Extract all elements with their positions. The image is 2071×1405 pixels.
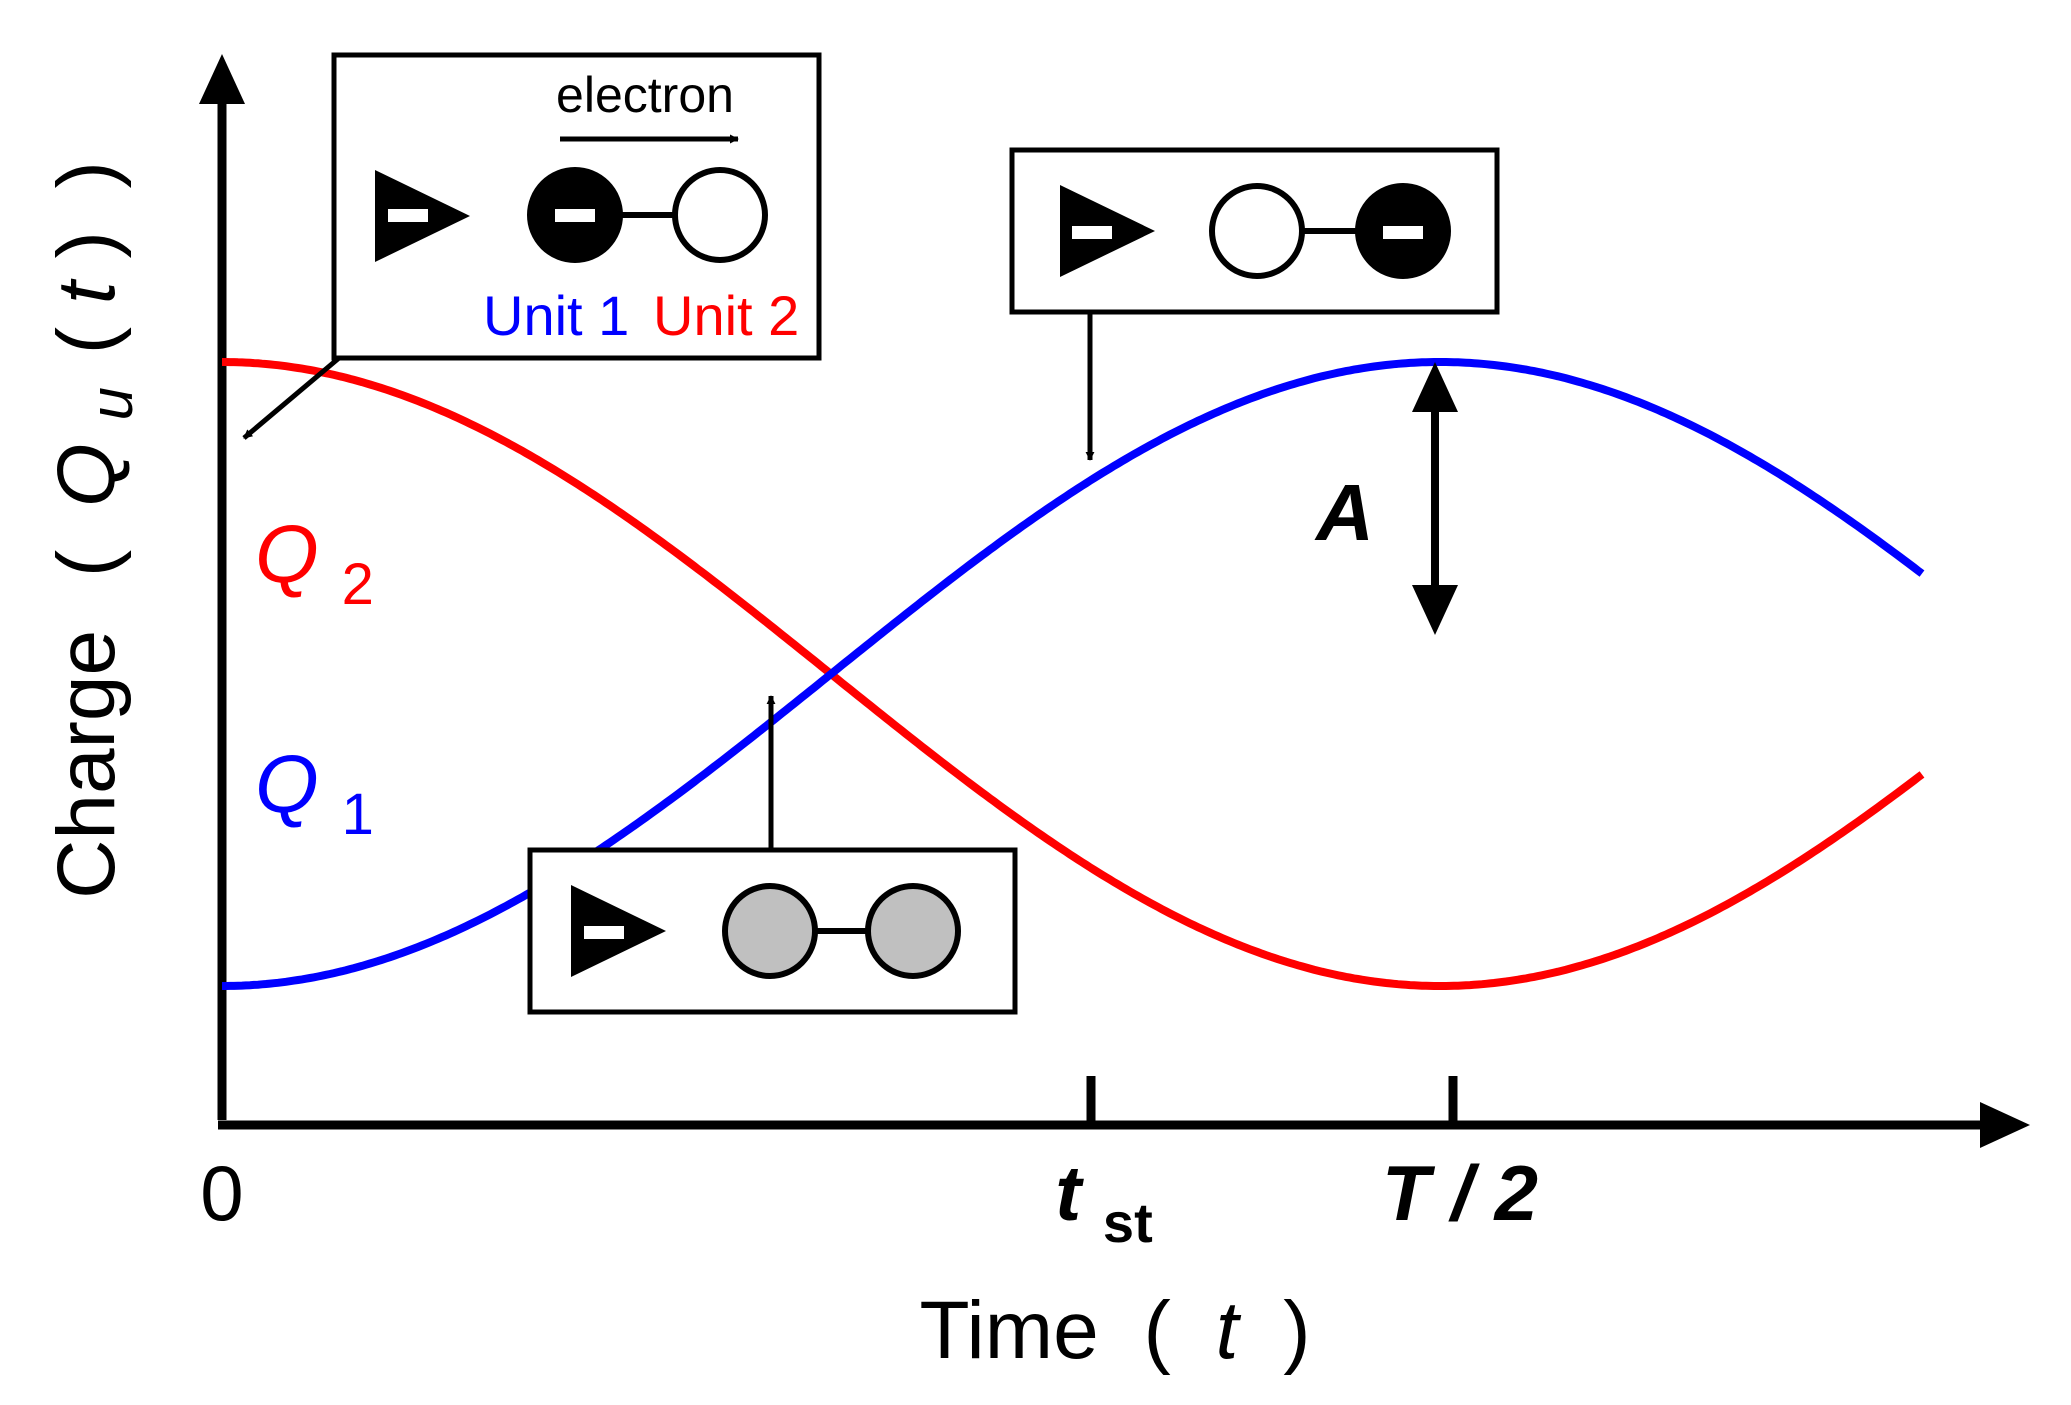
donor-minus-mark-2 [1072, 226, 1112, 239]
y-axis-label: Charge ( Q u ( t ) ) [41, 161, 150, 899]
y-label-paren-close: ) [41, 161, 132, 188]
unit-1-charged [527, 167, 623, 263]
amplitude-label: A [1314, 468, 1374, 557]
q2-label-main: Q [255, 509, 319, 600]
inset-initial-state: electron Unit 1 Unit 2 [331, 52, 822, 361]
amplitude-marker: A [1314, 362, 1458, 635]
svg-text:Charge ( Q u: Charge ( Q u ( t ) ) [41, 161, 150, 899]
electron-label: electron [556, 67, 734, 123]
tick-label-origin: 0 [200, 1149, 243, 1237]
unit-2-half [865, 883, 961, 979]
unit-2-charged [1355, 183, 1451, 279]
unit-2-empty [672, 167, 768, 263]
donor-triangle-2 [1060, 185, 1155, 277]
unit-1-label: Unit 1 [483, 284, 629, 347]
tick-label-half-period: T / 2 [1382, 1149, 1538, 1237]
x-axis-arrowhead [1980, 1102, 2030, 1148]
amplitude-arrowhead-up [1412, 362, 1458, 412]
donor-minus-mark-3 [584, 926, 624, 939]
y-label-q: Q [41, 443, 132, 507]
inset-initial-pointer-arrow [242, 356, 341, 440]
unit-2-minus-mark [1383, 226, 1423, 239]
x-label-paren-open: ( [1143, 1285, 1170, 1376]
y-label-arg-open: ( [41, 327, 132, 354]
donor-minus-mark [388, 209, 428, 222]
q2-label: Q 2 [255, 509, 374, 617]
tick-tst-main: t [1055, 1149, 1084, 1237]
x-label-word: Time [920, 1285, 1099, 1376]
y-label-arg-close: ) [41, 231, 132, 258]
axes [199, 54, 2030, 1148]
y-axis-arrowhead [199, 54, 245, 104]
x-label-t: t [1216, 1285, 1242, 1376]
x-axis-label: Time ( t ) [920, 1285, 1311, 1376]
tick-tst-sub: st [1103, 1191, 1153, 1254]
y-label-t: t [41, 278, 132, 304]
q1-curve [222, 358, 1925, 990]
unit-1-empty [1209, 183, 1305, 279]
x-label-paren-close: ) [1283, 1285, 1310, 1376]
inset-shared-state [527, 847, 1018, 1015]
q2-curve [222, 358, 1925, 990]
amplitude-arrowhead-down [1412, 585, 1458, 635]
unit-1-minus-mark [555, 209, 595, 222]
q1-label-sub: 1 [342, 782, 374, 847]
q2-label-sub: 2 [342, 552, 374, 617]
unit-2-label: Unit 2 [653, 284, 799, 347]
y-label-word: Charge [41, 630, 132, 899]
inset-transferred-state [1009, 147, 1500, 315]
unit-1-half [722, 883, 818, 979]
donor-triangle-3 [571, 885, 666, 977]
tick-label-tst: t st [1055, 1149, 1152, 1254]
q1-label: Q 1 [255, 739, 374, 847]
donor-triangle [375, 170, 470, 262]
y-label-paren-open: ( [41, 550, 132, 577]
q1-label-main: Q [255, 739, 319, 830]
y-label-sub: u [78, 387, 145, 420]
